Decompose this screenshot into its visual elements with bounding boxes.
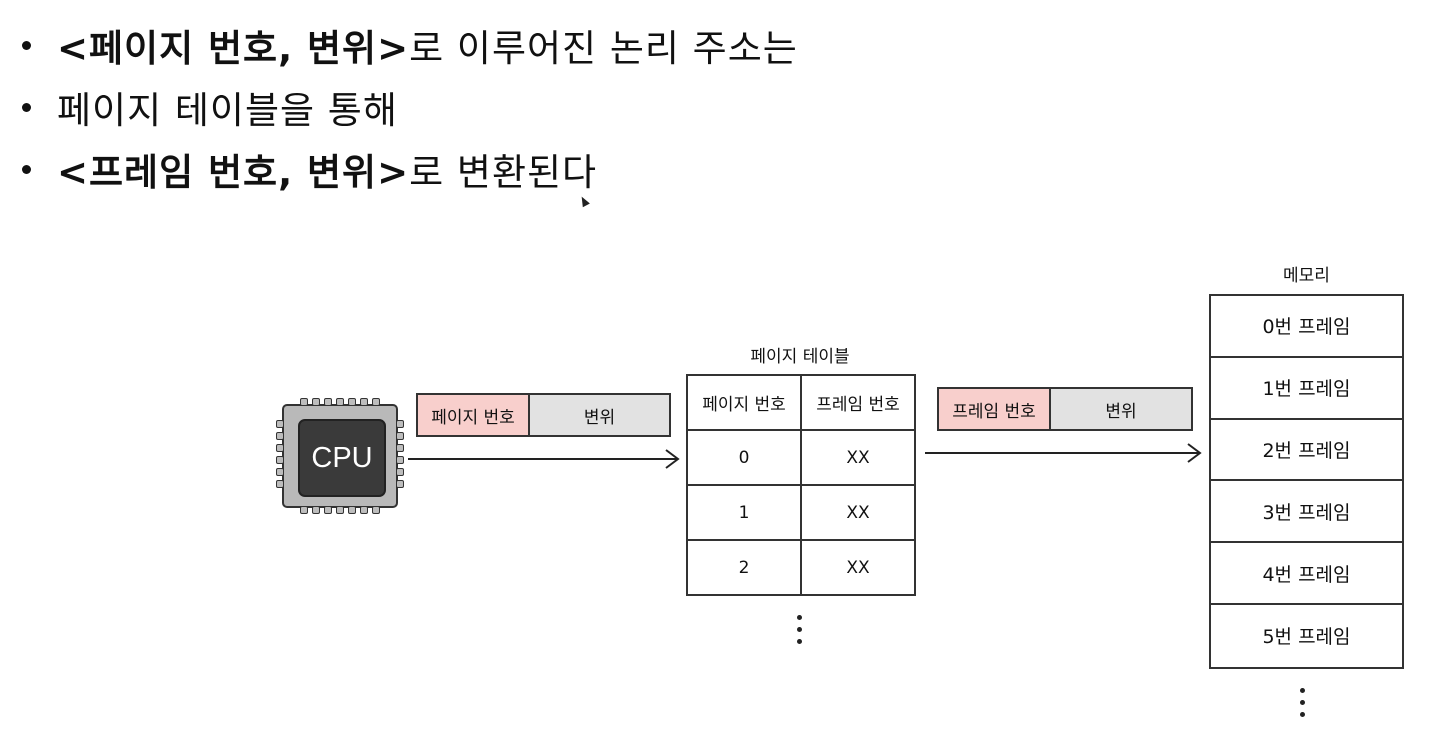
- logical-address-box: 페이지 번호 변위: [416, 393, 671, 437]
- cpu-pin: [396, 456, 404, 464]
- cpu-pin: [276, 456, 284, 464]
- cpu-pin: [312, 398, 320, 406]
- memory-frame: 2번 프레임: [1211, 420, 1402, 482]
- logical-offset-label: 변위: [583, 407, 616, 428]
- page-number-cell: 2: [686, 539, 802, 596]
- cpu-pin: [312, 506, 320, 514]
- memory-title: 메모리: [1283, 266, 1330, 286]
- cpu-pin: [276, 420, 284, 428]
- page-table-header-page: 페이지 번호: [686, 374, 802, 431]
- cpu-label: CPU: [311, 441, 373, 474]
- memory-ellipsis-icon: [1300, 688, 1305, 717]
- bullet-1-bold: <페이지 번호, 변위>: [57, 27, 410, 70]
- cpu-pin: [276, 444, 284, 452]
- bullet-item-2: 페이지 테이블을 통해: [22, 76, 798, 138]
- physical-offset-cell: 변위: [1051, 389, 1191, 429]
- cpu-pin: [336, 398, 344, 406]
- memory-frame: 3번 프레임: [1211, 481, 1402, 544]
- cpu-to-page-table-arrow-icon: [408, 449, 680, 469]
- cpu-pin: [396, 444, 404, 452]
- page-table-title: 페이지 테이블: [750, 347, 850, 367]
- frame-number-cell: XX: [800, 539, 916, 596]
- cpu-pin: [348, 506, 356, 514]
- cpu-pin: [360, 398, 368, 406]
- cpu-pin: [276, 480, 284, 488]
- page-number-cell: 1: [686, 484, 802, 541]
- bullet-3-bold: <프레임 번호, 변위>: [57, 151, 410, 194]
- logical-page-number-cell: 페이지 번호: [418, 395, 530, 435]
- bullet-dot-icon: [22, 164, 31, 174]
- page-number-cell: 0: [686, 429, 802, 486]
- cpu-pin: [372, 506, 380, 514]
- table-row: 2 XX: [686, 539, 916, 596]
- page-table-header-frame: 프레임 번호: [800, 374, 916, 431]
- logical-offset-cell: 변위: [530, 395, 669, 435]
- memory-block: 0번 프레임 1번 프레임 2번 프레임 3번 프레임 4번 프레임 5번 프레…: [1209, 294, 1404, 669]
- memory-frame: 1번 프레임: [1211, 358, 1402, 420]
- bullet-1-text: 로 이루어진 논리 주소는: [409, 27, 798, 70]
- bullet-dot-icon: [22, 102, 31, 112]
- cpu-pin: [300, 506, 308, 514]
- cpu-pin: [360, 506, 368, 514]
- cpu-pin: [396, 468, 404, 476]
- cpu-pin: [324, 506, 332, 514]
- table-row: 0 XX: [686, 429, 916, 486]
- page-table-to-memory-arrow-icon: [925, 443, 1202, 463]
- memory-frame: 4번 프레임: [1211, 543, 1402, 605]
- cpu-core: CPU: [298, 419, 386, 497]
- frame-number-cell: XX: [800, 484, 916, 541]
- physical-frame-number-label: 프레임 번호: [952, 401, 1036, 422]
- page-table-header-row: 페이지 번호 프레임 번호: [686, 374, 916, 431]
- memory-frame: 5번 프레임: [1262, 626, 1351, 649]
- memory-frame: 0번 프레임: [1211, 296, 1402, 358]
- cpu-pin: [324, 398, 332, 406]
- bullet-item-1: <페이지 번호, 변위>로 이루어진 논리 주소는: [22, 14, 798, 76]
- cpu-pin: [300, 398, 308, 406]
- cpu-pin: [396, 420, 404, 428]
- table-row: 1 XX: [686, 484, 916, 541]
- cpu-chip-icon: CPU: [282, 404, 398, 508]
- cpu-pin: [372, 398, 380, 406]
- bullet-dot-icon: [22, 40, 31, 50]
- cpu-pin: [276, 432, 284, 440]
- logical-page-number-label: 페이지 번호: [431, 407, 515, 428]
- page-table: 페이지 번호 프레임 번호 0 XX 1 XX 2 XX: [686, 374, 916, 596]
- cpu-pin: [396, 480, 404, 488]
- cpu-pin: [276, 468, 284, 476]
- cpu-pin: [336, 506, 344, 514]
- frame-number-cell: XX: [800, 429, 916, 486]
- bullet-item-3: <프레임 번호, 변위>로 변환된다: [22, 138, 798, 200]
- bullet-list: <페이지 번호, 변위>로 이루어진 논리 주소는 페이지 테이블을 통해 <프…: [22, 14, 798, 200]
- physical-address-box: 프레임 번호 변위: [937, 387, 1193, 431]
- cpu-pin: [348, 398, 356, 406]
- physical-offset-label: 변위: [1105, 401, 1137, 422]
- cpu-pin: [396, 432, 404, 440]
- bullet-3-text: 로 변환된다: [409, 151, 598, 194]
- physical-frame-number-cell: 프레임 번호: [939, 389, 1051, 429]
- bullet-2-text: 페이지 테이블을 통해: [57, 89, 398, 132]
- page-table-ellipsis-icon: [797, 615, 802, 644]
